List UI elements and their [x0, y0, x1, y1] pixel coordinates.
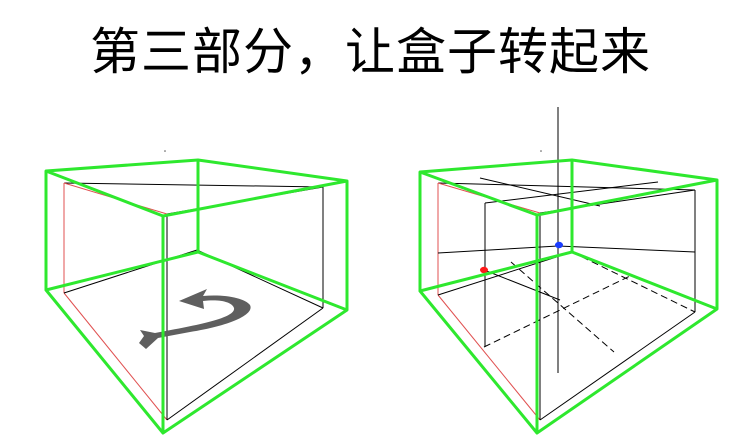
right-apex-dot: [540, 150, 542, 152]
left-outer-box: [44, 158, 349, 435]
left-box-figure: [44, 150, 349, 435]
red-marker-dot: [480, 266, 488, 274]
right-inner-box: [437, 177, 696, 421]
left-apex-dot: [164, 150, 166, 152]
right-outer-box: [418, 158, 719, 435]
blue-marker-dot: [555, 241, 563, 249]
right-box-figure: [418, 107, 719, 435]
rotate-arrow-icon: [139, 289, 251, 349]
slide-title: 第三部分，让盒子转起来: [90, 23, 651, 81]
